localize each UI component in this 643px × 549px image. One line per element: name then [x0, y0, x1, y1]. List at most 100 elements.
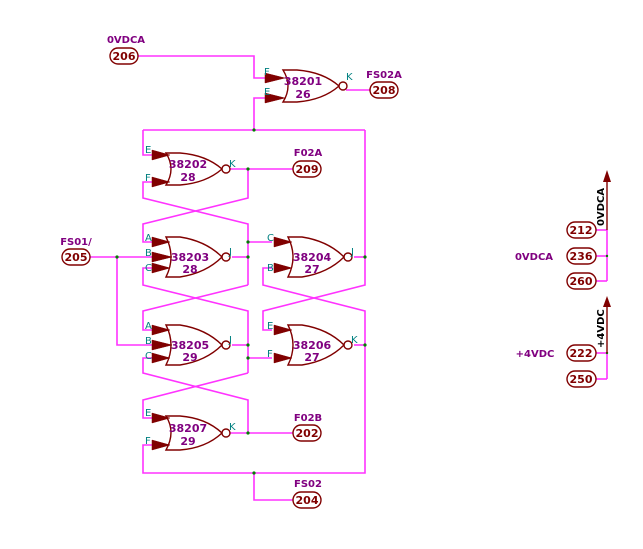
- connector-pin: 209: [296, 163, 319, 176]
- connector-pin: 205: [65, 251, 88, 264]
- pin-label: F: [145, 173, 151, 184]
- power-arrow-icon: [603, 170, 611, 182]
- connector-250[interactable]: 250: [566, 370, 597, 388]
- connector-pill: [292, 160, 322, 178]
- power-rail-label: +4VDC: [596, 309, 607, 348]
- gate-id: 38206: [293, 339, 332, 352]
- connector-260[interactable]: 260: [566, 272, 597, 290]
- connector-pill: [61, 248, 91, 266]
- input-arrow-icon: [151, 251, 173, 263]
- wire-38203-j-cross: [142, 284, 249, 331]
- gate-38206[interactable]: 38206 27 E F K: [267, 321, 358, 366]
- pin-label: C: [145, 351, 152, 362]
- connector-pin: 222: [570, 347, 593, 360]
- gate-sub: 27: [304, 263, 319, 276]
- pin-label: B: [145, 248, 152, 259]
- pin-label: E: [264, 87, 270, 98]
- wire-38201-e: [253, 97, 270, 130]
- input-arrow-icon: [151, 352, 171, 364]
- gate-sub: 28: [182, 263, 197, 276]
- wire-38203-c: [142, 267, 249, 320]
- gate-38202[interactable]: 38202 28 E F K: [145, 145, 236, 188]
- input-arrow-icon: [151, 324, 171, 336]
- connector-208[interactable]: FS02A 208: [366, 70, 402, 99]
- junction-dot: [605, 254, 609, 258]
- junction-dot: [115, 255, 119, 259]
- pin-label: K: [229, 159, 236, 170]
- connector-pill: [566, 221, 597, 239]
- input-arrow-icon: [273, 352, 293, 364]
- pin-label: B: [145, 336, 152, 347]
- junction-dot: [246, 240, 250, 244]
- input-arrow-icon: [151, 439, 171, 451]
- connector-pin: 212: [570, 224, 593, 237]
- nor-gate-body: [286, 324, 345, 366]
- junction-dot: [246, 431, 250, 435]
- gate-id: 38202: [169, 158, 207, 171]
- input-arrow-icon: [151, 236, 171, 248]
- junction-dot: [246, 255, 250, 259]
- input-arrow-icon: [151, 149, 171, 161]
- wire-38202-f: [142, 181, 249, 235]
- wire-38205-c: [142, 357, 249, 433]
- gate-38207[interactable]: 38207 29 E F K: [145, 408, 236, 451]
- connector-236[interactable]: 236: [566, 247, 597, 265]
- junction-dot: [252, 128, 256, 132]
- pin-label: C: [145, 263, 152, 274]
- pin-label: F: [264, 67, 270, 78]
- pin-label: J: [228, 335, 232, 346]
- inverter-bubble-icon: [221, 340, 231, 350]
- gate-38205[interactable]: 38205 29 A B C J: [145, 321, 232, 366]
- power-group-0vdca: 0VDCA 0VDCA 212 236 260: [515, 170, 611, 290]
- power-rail-label: 0VDCA: [596, 188, 607, 226]
- connector-pin: 206: [113, 50, 136, 63]
- wire-right-bus-lower: [142, 345, 366, 474]
- wire-38205-j-cross: [142, 372, 249, 419]
- wire-206-to-38201-f: [138, 55, 270, 79]
- gate-38204[interactable]: 38204 27 C B J: [267, 233, 354, 278]
- gate-38203[interactable]: 38203 28 A B C J: [145, 233, 232, 278]
- gate-38201[interactable]: 38201 26 F E K: [264, 67, 353, 104]
- junction-dot: [246, 356, 250, 360]
- pin-label: E: [145, 145, 151, 156]
- junction-dot: [246, 167, 250, 171]
- gate-sub: 28: [180, 171, 195, 184]
- connector-209[interactable]: F02A 209: [292, 148, 322, 178]
- inverter-bubble-icon: [221, 252, 231, 262]
- pin-label: E: [267, 321, 273, 332]
- wires: [90, 55, 608, 501]
- inverter-bubble-icon: [221, 164, 231, 174]
- input-arrow-icon: [151, 339, 173, 351]
- connector-212[interactable]: 212: [566, 221, 597, 239]
- connector-206[interactable]: 0VDCA 206: [107, 35, 145, 65]
- connector-pin: 260: [570, 275, 593, 288]
- connector-205[interactable]: FS01/ 205: [60, 237, 92, 266]
- junctions: [115, 128, 609, 475]
- wire-205-to-38205-b: [116, 257, 152, 346]
- junction-dot: [363, 255, 367, 259]
- net-label: +4VDC: [516, 349, 555, 360]
- gate-sub: 27: [304, 351, 319, 364]
- gate-sub: 29: [182, 351, 197, 364]
- connector-pin: 236: [570, 250, 593, 263]
- input-arrow-icon: [273, 236, 293, 248]
- wire-right-bus-upper: [262, 130, 366, 331]
- wire-38204-b: [262, 267, 366, 345]
- connector-202[interactable]: F02B 202: [292, 413, 322, 442]
- net-label: F02B: [294, 413, 322, 424]
- input-arrow-icon: [273, 262, 293, 274]
- inverter-bubble-icon: [343, 340, 353, 350]
- connector-222[interactable]: 222: [566, 344, 597, 362]
- input-arrow-icon: [151, 262, 171, 274]
- pin-label: F: [267, 349, 273, 360]
- input-arrow-icon: [264, 92, 286, 104]
- gate-id: 38201: [284, 75, 322, 88]
- gate-id: 38207: [169, 422, 207, 435]
- net-label: 0VDCA: [515, 252, 553, 263]
- connector-pin: 202: [296, 427, 319, 440]
- net-label: FS02A: [366, 70, 402, 81]
- nor-gate-body: [164, 324, 223, 366]
- connector-204[interactable]: FS02 204: [292, 479, 322, 509]
- junction-dot: [363, 343, 367, 347]
